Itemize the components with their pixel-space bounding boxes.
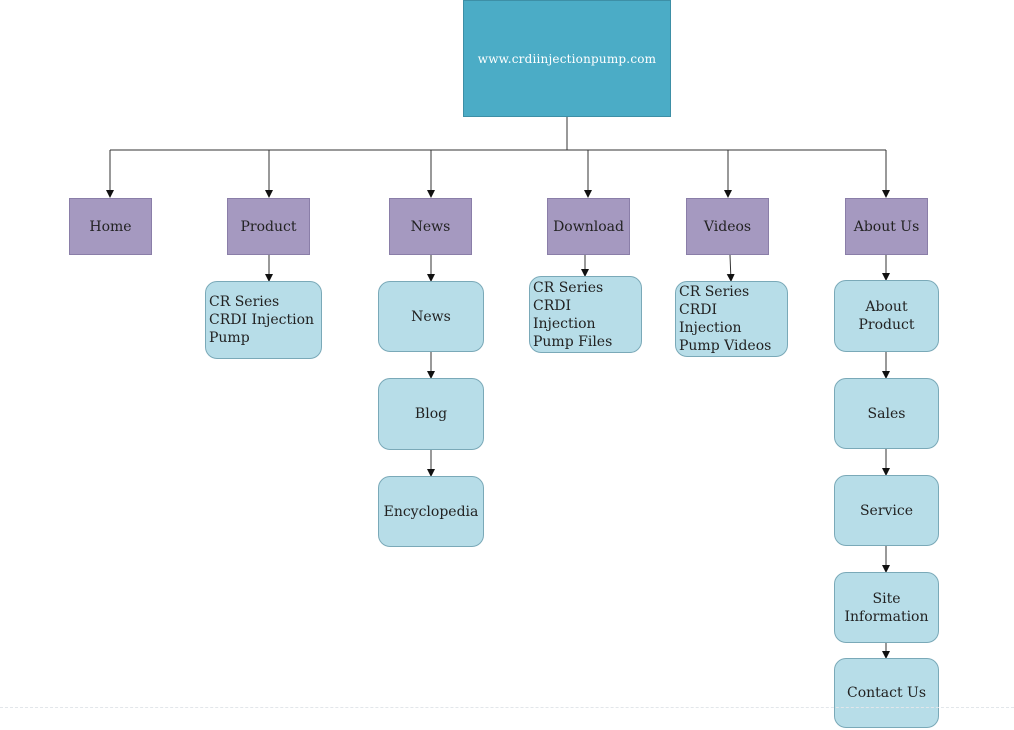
category-about-us: About Us [845,198,928,255]
page-contact-us-label: Contact Us [846,685,927,701]
page-site-information: Site Information [834,572,939,643]
page-blog: Blog [378,378,484,450]
page-sales: Sales [834,378,939,449]
page-service: Service [834,475,939,546]
category-download-label: Download [553,218,624,235]
page-download-item: CR Series CRDI Injection Pump Files [529,276,642,353]
page-contact-us: Contact Us [834,658,939,728]
page-bottom-divider [0,707,1014,708]
arrow-videos-to-item [726,254,735,282]
page-encyclopedia-label: Encyclopedia [383,503,479,520]
page-product-item-label: CR Series CRDI Injection Pump [209,294,315,346]
category-home: Home [69,198,152,255]
page-news-label: News [411,308,451,325]
root-label: www.crdiinjectionpump.com [477,51,657,66]
category-product-label: Product [240,218,297,235]
page-download-item-label: CR Series CRDI Injection Pump Files [533,279,613,350]
category-download: Download [547,198,630,255]
category-product: Product [227,198,310,255]
category-home-label: Home [89,218,132,235]
category-videos-label: Videos [703,218,752,235]
page-blog-label: Blog [414,406,448,422]
page-encyclopedia: Encyclopedia [378,476,484,547]
page-service-label: Service [859,502,914,519]
page-sales-label: Sales [867,405,906,422]
category-news: News [389,198,472,255]
page-news: News [378,281,484,352]
page-site-information-label: Site Information [844,590,929,625]
category-about-us-label: About Us [853,218,920,235]
page-product-item: CR Series CRDI Injection Pump [205,281,322,359]
page-about-product: About Product [834,280,939,352]
page-videos-item-label: CR Series CRDI Injection Pump Videos [679,284,772,354]
category-news-label: News [410,218,451,235]
page-about-product-label: About Product [858,299,915,333]
category-videos: Videos [686,198,769,255]
root-node: www.crdiinjectionpump.com [463,0,671,117]
page-videos-item: CR Series CRDI Injection Pump Videos [675,281,788,357]
